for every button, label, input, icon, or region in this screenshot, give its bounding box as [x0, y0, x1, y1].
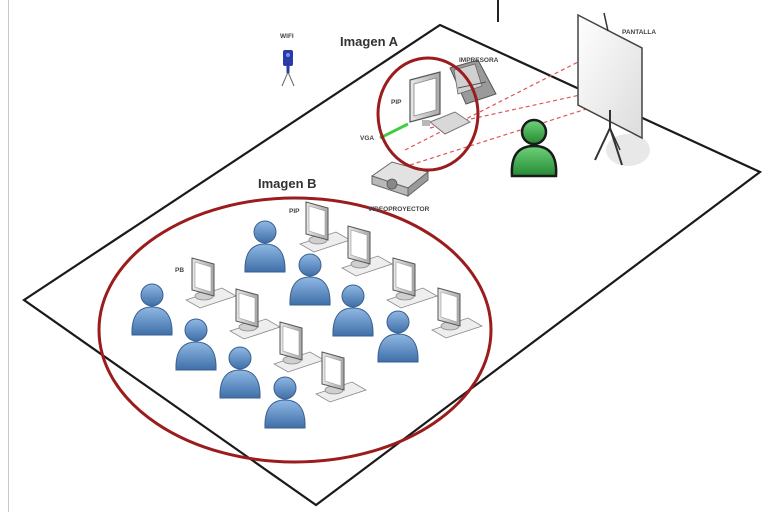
student-monitor-icon	[386, 257, 438, 309]
student-monitor-icon	[299, 201, 351, 253]
student-monitor-icon	[431, 287, 483, 339]
student-person-icon	[175, 318, 217, 371]
pantalla-label: PANTALLA	[622, 29, 656, 36]
vga-cable	[379, 122, 409, 140]
pip-a-label: PIP	[391, 99, 402, 106]
imagen-a-label: Imagen A	[340, 34, 399, 49]
student-monitor-icon	[273, 321, 325, 373]
teacher-person-icon	[510, 118, 558, 178]
teacher-computer-icon	[409, 71, 472, 135]
imagen-b-label: Imagen B	[258, 176, 317, 191]
student-person-icon	[377, 310, 419, 363]
student-person-icon	[219, 346, 261, 399]
student-monitor-icon	[185, 257, 237, 309]
classroom-floor	[22, 23, 763, 507]
imagen-b-circle	[97, 196, 493, 464]
wifi-router-icon	[281, 50, 295, 87]
videoprojector-icon	[370, 161, 430, 198]
wifi-label: WIFI	[280, 33, 294, 40]
pip-b-label: PIP	[289, 208, 300, 215]
imagen-a-circle	[376, 56, 480, 172]
student-monitor-icon	[229, 288, 281, 340]
student-monitor-icon	[315, 351, 367, 403]
student-person-icon	[264, 376, 306, 429]
student-person-icon	[244, 220, 286, 273]
student-person-icon	[131, 283, 173, 336]
student-monitor-icon	[341, 225, 393, 277]
videoproyector-label: VIDEOPROYECTOR	[368, 206, 430, 213]
student-person-icon	[332, 284, 374, 337]
impresora-label: IMPRESORA	[459, 57, 499, 64]
student-desks	[185, 201, 483, 403]
student-person-icon	[289, 253, 331, 306]
pb-label: PB	[175, 267, 184, 274]
students	[131, 220, 419, 429]
projection-screen-icon	[577, 12, 650, 166]
vga-label: VGA	[360, 135, 374, 142]
